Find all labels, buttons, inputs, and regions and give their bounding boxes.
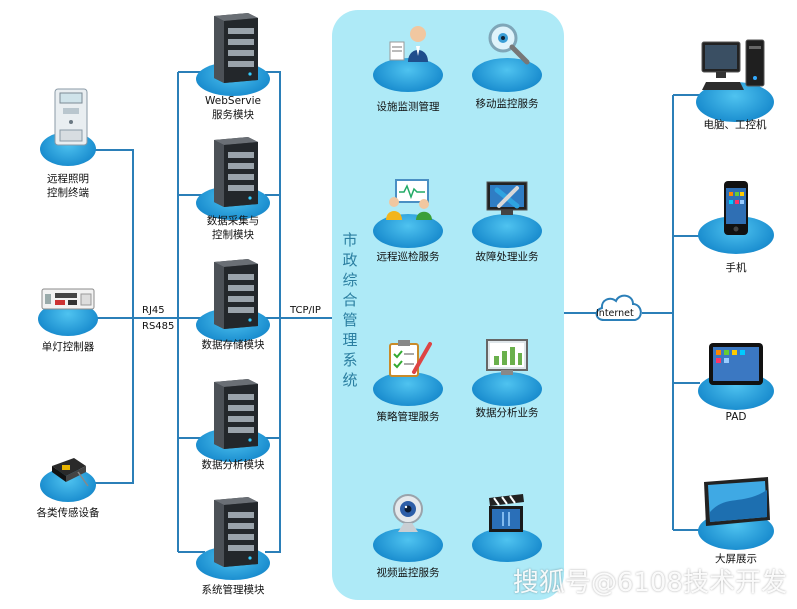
service-label: 故障处理业务 (475, 251, 539, 263)
people-monitor-icon (386, 179, 432, 220)
service-label: 移动监控服务 (475, 98, 539, 110)
rs485-label: RS485 (142, 321, 175, 332)
server-module (196, 12, 270, 96)
service-label: 策略管理服务 (376, 411, 440, 423)
computer-icon (701, 39, 765, 90)
server-icon (214, 137, 258, 207)
platform-disc (472, 372, 542, 406)
system-panel (332, 10, 564, 600)
service-item (373, 20, 443, 92)
service-item (373, 334, 443, 406)
server-label: WebServie 服务模块 (205, 95, 261, 121)
internet-label: Internet (596, 308, 634, 319)
meter-icon (54, 88, 88, 146)
webcam-icon (393, 494, 423, 532)
big-screen-icon (704, 477, 770, 526)
platform-disc (373, 528, 443, 562)
platform-disc (373, 372, 443, 406)
service-item (373, 176, 443, 248)
device-single-lamp-controller (38, 282, 98, 336)
client-label-phone: 手机 (725, 262, 747, 274)
tcpip-label: TCP/IP (290, 305, 321, 316)
server-module (196, 258, 270, 342)
tablet-icon (709, 343, 763, 385)
client-phone (698, 180, 774, 254)
service-label: 数据分析业务 (475, 407, 539, 419)
device-sensors (40, 450, 96, 502)
server-label: 数据采集与 控制模块 (206, 215, 260, 241)
clapperboard-icon (489, 494, 524, 532)
server-module (196, 136, 270, 220)
device-label-single-lamp-controller: 单灯控制器 (41, 341, 95, 353)
service-item (472, 334, 542, 406)
service-item (472, 490, 542, 562)
server-icon (214, 13, 258, 83)
sensor-icon (52, 458, 89, 487)
client-tablet (698, 340, 774, 410)
service-label: 视频监控服务 (376, 567, 440, 579)
rj45-label: RJ45 (142, 305, 165, 316)
service-label: 远程巡检服务 (376, 251, 440, 263)
platform-disc (373, 58, 443, 92)
client-label-computer: 电脑、工控机 (703, 119, 767, 131)
client-label-big-screen: 大屏展示 (715, 553, 757, 565)
client-big-screen (696, 476, 776, 550)
system-title: 市政综合管理系统 (342, 231, 358, 389)
platform-disc (472, 214, 542, 248)
controller-icon (41, 288, 95, 310)
service-item (472, 176, 542, 248)
device-remote-terminal (40, 88, 96, 168)
platform-disc (472, 528, 542, 562)
service-label: 设施监测管理 (376, 101, 440, 113)
cloud-icon (595, 294, 642, 321)
clipboard-icon (389, 340, 432, 377)
server-module (196, 496, 270, 580)
server-icon (214, 259, 258, 329)
tools-monitor-icon (486, 181, 528, 215)
server-label: 系统管理模块 (201, 584, 265, 596)
service-item (373, 490, 443, 562)
chart-monitor-icon (486, 339, 528, 375)
server-module (196, 378, 270, 462)
server-label: 数据分析模块 (201, 459, 265, 471)
eye-magnifier-icon (488, 23, 530, 65)
server-label: 数据存储模块 (201, 339, 265, 351)
manager-icon (389, 26, 428, 62)
phone-icon (724, 181, 748, 235)
watermark: 搜狐号@6108技术开发 (512, 568, 787, 598)
server-icon (214, 497, 258, 567)
platform-disc (472, 58, 542, 92)
client-computer (696, 38, 774, 122)
service-item (472, 20, 542, 92)
device-label-sensors: 各类传感设备 (36, 507, 100, 519)
device-label-remote-terminal: 远程照明 控制终端 (47, 173, 89, 199)
server-icon (214, 379, 258, 449)
client-label-tablet: PAD (725, 411, 747, 423)
